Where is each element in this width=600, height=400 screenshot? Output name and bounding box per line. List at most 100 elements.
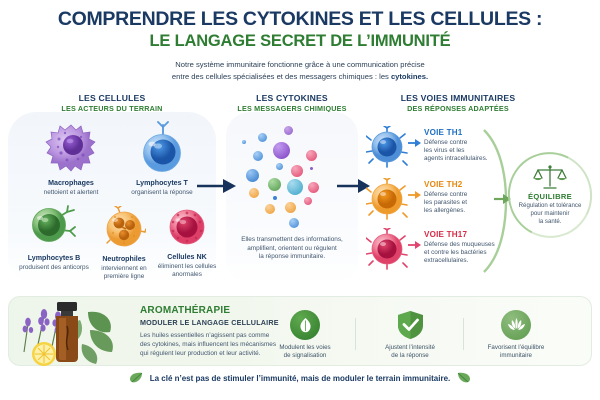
pathway-title: VOIE TH1 <box>424 128 463 137</box>
pathway-desc-line-3: agents intracellulaires. <box>424 155 488 163</box>
header: COMPRENDRE LES CYTOKINES ET LES CELLULES… <box>0 0 600 82</box>
lotus-icon <box>501 310 531 340</box>
leaf-drop-icon <box>290 310 320 340</box>
intro-keyword: cytokines. <box>390 71 429 81</box>
cell-item-macrophages: Macrophages nettoient et alertent <box>28 122 114 197</box>
macrophage-icon <box>45 124 96 172</box>
page-title: COMPRENDRE LES CYTOKINES ET LES CELLULES… <box>57 8 543 30</box>
equilibrium-desc-line-1: Régulation et tolérance <box>518 202 582 210</box>
nk-cell-icon <box>169 209 205 245</box>
cell-desc: éliminent les cellules anormales <box>157 262 217 279</box>
intro-line-1: Notre système immunitaire fonctionne grâ… <box>175 60 425 70</box>
tagline-text: La clé n’est pas de stimuler l’immunité,… <box>149 373 451 383</box>
aromatherapy-body-line-2: des cytokines, mais influencent les méca… <box>140 341 277 349</box>
aromatherapy-illustration <box>22 302 113 366</box>
cell-item-neutrophiles: Neutrophiles interviennent en première l… <box>88 205 160 282</box>
pathway-title: VOIE TH2 <box>424 180 463 189</box>
aromatherapy-body: Les huiles essentielles n’agissent pas c… <box>140 331 300 358</box>
pathway-desc: Défense contre les virus et les agents i… <box>424 139 506 164</box>
pathway-desc-line-3: extracellulaires. <box>424 257 469 265</box>
benefit-line-2: de la réponse <box>391 352 429 360</box>
pathway-desc-line-2: les parasites et <box>424 198 467 206</box>
benefit-divider <box>355 318 356 350</box>
cell-desc: produisent des anticorps <box>19 263 89 271</box>
cytokines-caption-line-2: amplifient, orientent ou régulent <box>247 244 337 252</box>
th2-virus-cell-icon <box>366 178 408 220</box>
arrow-th17 <box>408 241 421 249</box>
cell-name: Macrophages <box>48 179 94 187</box>
cell-name: Lymphocytes B <box>27 254 81 262</box>
pathway-title: VOIE TH17 <box>424 230 468 239</box>
benefit-text: Ajustent l’intensité de la réponse <box>362 344 458 361</box>
equilibrium-desc: Régulation et tolérance pour maintenir l… <box>519 202 582 226</box>
cytokine-dot <box>265 204 275 214</box>
cell-item-lymphocytes-b: Lymphocytes B produisent des anticorps <box>12 203 96 272</box>
benefit-line-2: de signalisation <box>283 352 327 360</box>
aromatherapy-body-line-3: qui régulent leur production et leur act… <box>140 350 261 358</box>
cell-name: Lymphocytes T <box>136 179 188 187</box>
cell-name: Cellules NK <box>167 253 207 261</box>
arrow-to-equilibrium <box>494 194 511 204</box>
cytokines-caption-line-3: la réponse immunitaire. <box>258 253 326 261</box>
cytokine-dot <box>304 197 312 205</box>
intro-line-2: entre des cellules spécialisées et des m… <box>171 71 391 81</box>
pathway-desc-line-1: Défense contre <box>424 190 468 198</box>
cytokine-dot <box>284 126 293 135</box>
cytokines-panel-background <box>226 112 358 284</box>
arrow-cells-to-cytokines <box>197 179 236 193</box>
cell-item-cellules-nk: Cellules NK éliminent les cellules anorm… <box>152 206 222 280</box>
cytokine-dot <box>268 178 281 191</box>
lymphocyte-t-icon <box>143 121 181 172</box>
pathway-desc-line-1: Défense contre <box>424 138 468 146</box>
essential-oil-bottle-icon <box>56 302 78 362</box>
pathway-desc: Défense des muqueuses et contre les bact… <box>424 241 512 266</box>
cell-name: Neutrophiles <box>102 255 146 263</box>
neutrophil-icon <box>106 205 147 247</box>
benefit-line-1: Favorisent l’équilibre <box>487 344 545 351</box>
pathway-desc-line-2: et contre les bactéries <box>424 248 487 256</box>
benefit-text: Modulent les voies de signalisation <box>257 344 353 361</box>
aromatherapy-body-line-1: Les huiles essentielles n’agissent pas c… <box>140 332 270 339</box>
footer-tagline: La clé n’est pas de stimuler l’immunité,… <box>0 372 600 384</box>
benefit-text: Favorisent l’équilibre immunitaire <box>468 344 564 361</box>
pathway-desc-line-3: les allergènes. <box>424 207 466 215</box>
column-heading-pathways-sub: DES RÉPONSES ADAPTÉES <box>407 104 509 113</box>
cell-desc: nettoient et alertent <box>43 188 99 196</box>
shield-check-icon <box>395 310 425 340</box>
benefit-item-intensity: Ajustent l’intensité de la réponse <box>362 310 458 361</box>
benefit-item-signalling: Modulent les voies de signalisation <box>257 310 353 361</box>
cytokine-dot <box>306 150 317 161</box>
balance-scale-icon <box>533 165 567 189</box>
pathway-desc: Défense contre les parasites et les alle… <box>424 191 506 216</box>
intro-paragraph: Notre système immunitaire fonctionne grâ… <box>0 59 600 82</box>
benefit-line-2: immunitaire <box>500 352 532 360</box>
cytokine-dot <box>258 133 267 142</box>
cytokine-dot <box>287 179 303 195</box>
cell-desc: organisent la réponse <box>131 188 193 196</box>
cell-item-lymphocytes-t: Lymphocytes T organisent la réponse <box>116 120 208 197</box>
arrow-cytokines-to-pathways <box>337 179 370 193</box>
cytokines-caption-line-1: Elles transmettent des informations, <box>241 236 343 243</box>
cell-desc: interviennent en première ligne <box>101 264 147 281</box>
column-heading-cells-title: LES CELLULES <box>78 93 146 103</box>
benefit-line-1: Ajustent l’intensité <box>385 344 435 351</box>
pathway-desc-line-2: les virus et les <box>424 146 465 154</box>
th17-virus-cell-icon <box>366 228 408 270</box>
cytokine-dot <box>308 182 319 193</box>
cytokine-dot <box>276 163 283 170</box>
pathway-th17: VOIE TH17 Défense des muqueuses et contr… <box>424 230 512 266</box>
lemon-slice-icon <box>32 342 56 366</box>
pathway-th1: VOIE TH1 Défense contre les virus et les… <box>424 128 506 164</box>
cytokine-dot <box>289 218 299 228</box>
aromatherapy-title: AROMATHÉRAPIE <box>140 305 231 316</box>
equilibrium-block: ÉQUILIBRE Régulation et tolérance pour m… <box>496 141 600 249</box>
cytokine-dot <box>310 167 313 170</box>
cytokine-dot <box>242 140 246 144</box>
benefit-divider <box>463 318 464 350</box>
equilibrium-desc-line-3: la santé. <box>538 217 562 225</box>
aromatherapy-subtitle: MODULER LE LANGAGE CELLULAIRE <box>140 318 279 327</box>
lymphocyte-b-icon <box>32 205 76 242</box>
arrow-th2 <box>408 191 421 199</box>
pathway-th2: VOIE TH2 Défense contre les parasites et… <box>424 180 506 216</box>
